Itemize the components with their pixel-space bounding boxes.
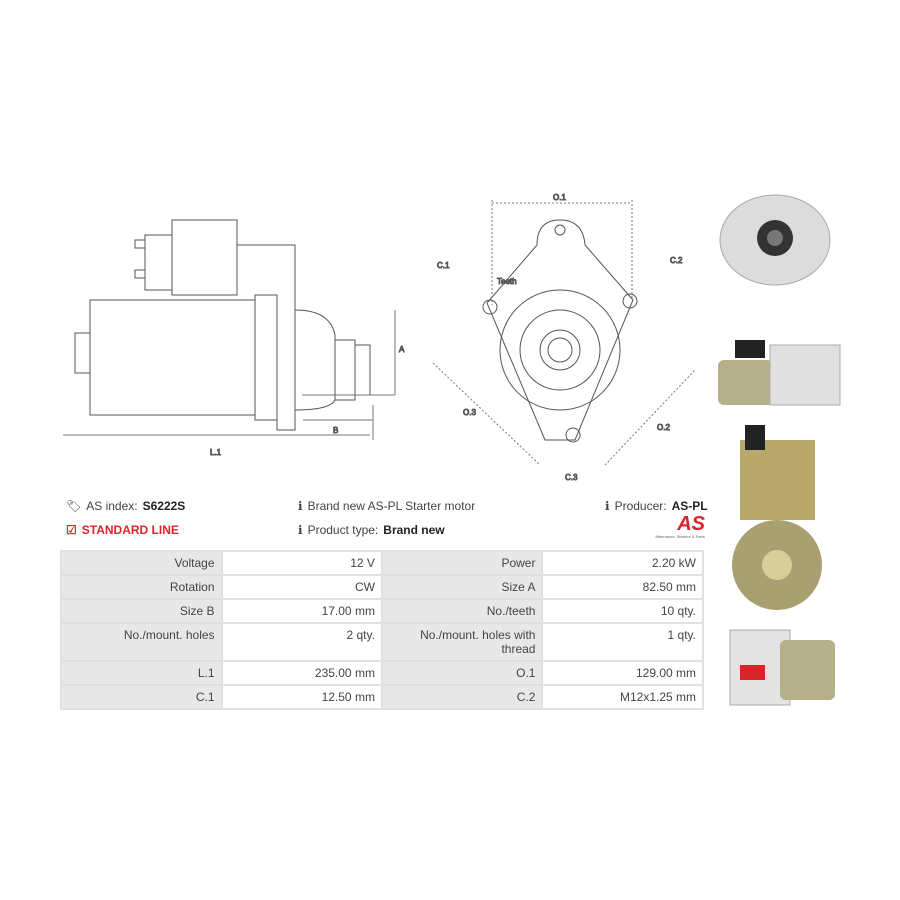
product-type-value: Brand new	[383, 523, 445, 537]
checkbox-icon: ☑	[66, 523, 77, 537]
spec-value: 82.50 mm	[541, 574, 704, 600]
spec-label: O.1	[380, 660, 544, 686]
teeth-label: Teeth	[497, 277, 517, 286]
spec-value: M12x1.25 mm	[541, 684, 704, 710]
dimension-o3-label: O.3	[463, 408, 476, 417]
spec-value: CW	[220, 574, 383, 600]
producer: ℹ Producer: AS-PL	[605, 499, 708, 513]
spec-value: 10 qty.	[541, 598, 704, 624]
photo-rear	[732, 425, 822, 610]
spec-label: Size A	[380, 574, 544, 600]
photo-angled	[729, 629, 835, 706]
spec-value: 2 qty.	[220, 622, 383, 662]
spec-value: 12 V	[220, 550, 383, 576]
product-type: ℹ Product type: Brand new	[298, 523, 445, 537]
spec-label: Rotation	[60, 574, 223, 600]
front-view-drawing: O.1 O.2 O.3 C.1 C.2 C.3 Teeth	[432, 193, 696, 483]
standard-line-badge: ☑ STANDARD LINE	[66, 523, 179, 537]
spec-value: 235.00 mm	[220, 660, 383, 686]
spec-label: C.1	[60, 684, 223, 710]
as-index-value: S6222S	[142, 499, 186, 513]
description-text: Brand new AS-PL Starter motor	[307, 499, 476, 513]
dimension-a-label: A	[399, 345, 405, 354]
spec-label: No./mount. holes with thread	[380, 622, 544, 662]
photo-side	[718, 340, 841, 406]
spec-label: Power	[380, 550, 544, 576]
spec-value: 129.00 mm	[541, 660, 704, 686]
spec-value: 2.20 kW	[541, 550, 704, 576]
info-icon: ℹ	[298, 523, 303, 537]
producer-value: AS-PL	[671, 499, 708, 513]
spec-value: 17.00 mm	[220, 598, 383, 624]
photo-front	[719, 194, 831, 286]
spec-label: No./mount. holes	[60, 622, 223, 662]
product-type-label: Product type:	[307, 523, 379, 537]
standard-line-label: STANDARD LINE	[81, 523, 179, 537]
dimension-c1-label: C.1	[437, 261, 450, 270]
as-logo: AS Alternators, Starters & Parts	[640, 514, 705, 539]
spec-value: 1 qty.	[541, 622, 704, 662]
description: ℹ Brand new AS-PL Starter motor	[298, 499, 475, 513]
producer-label: Producer:	[614, 499, 667, 513]
dimension-c3-label: C.3	[565, 473, 578, 482]
spec-label: Voltage	[60, 550, 223, 576]
dimension-b-label: B	[333, 426, 338, 435]
dimension-c2-label: C.2	[670, 256, 683, 265]
dimension-o1-label: O.1	[553, 193, 566, 202]
dimension-o2-label: O.2	[657, 423, 670, 432]
spec-label: Size B	[60, 598, 223, 624]
spec-label: L.1	[60, 660, 223, 686]
info-icon: ℹ	[605, 499, 610, 513]
tag-icon: 🏷	[66, 499, 82, 513]
product-photos	[718, 194, 841, 706]
as-index: 🏷 AS index: S6222S	[66, 499, 185, 513]
side-view-drawing: A B L.1	[63, 219, 406, 458]
info-icon: ℹ	[298, 499, 303, 513]
spec-label: No./teeth	[380, 598, 544, 624]
logo-mark: AS	[677, 513, 705, 535]
logo-tagline: Alternators, Starters & Parts	[655, 534, 705, 539]
dimension-l1-label: L.1	[210, 448, 222, 457]
spec-value: 12.50 mm	[220, 684, 383, 710]
spec-label: C.2	[380, 684, 544, 710]
as-index-label: AS index:	[86, 499, 138, 513]
